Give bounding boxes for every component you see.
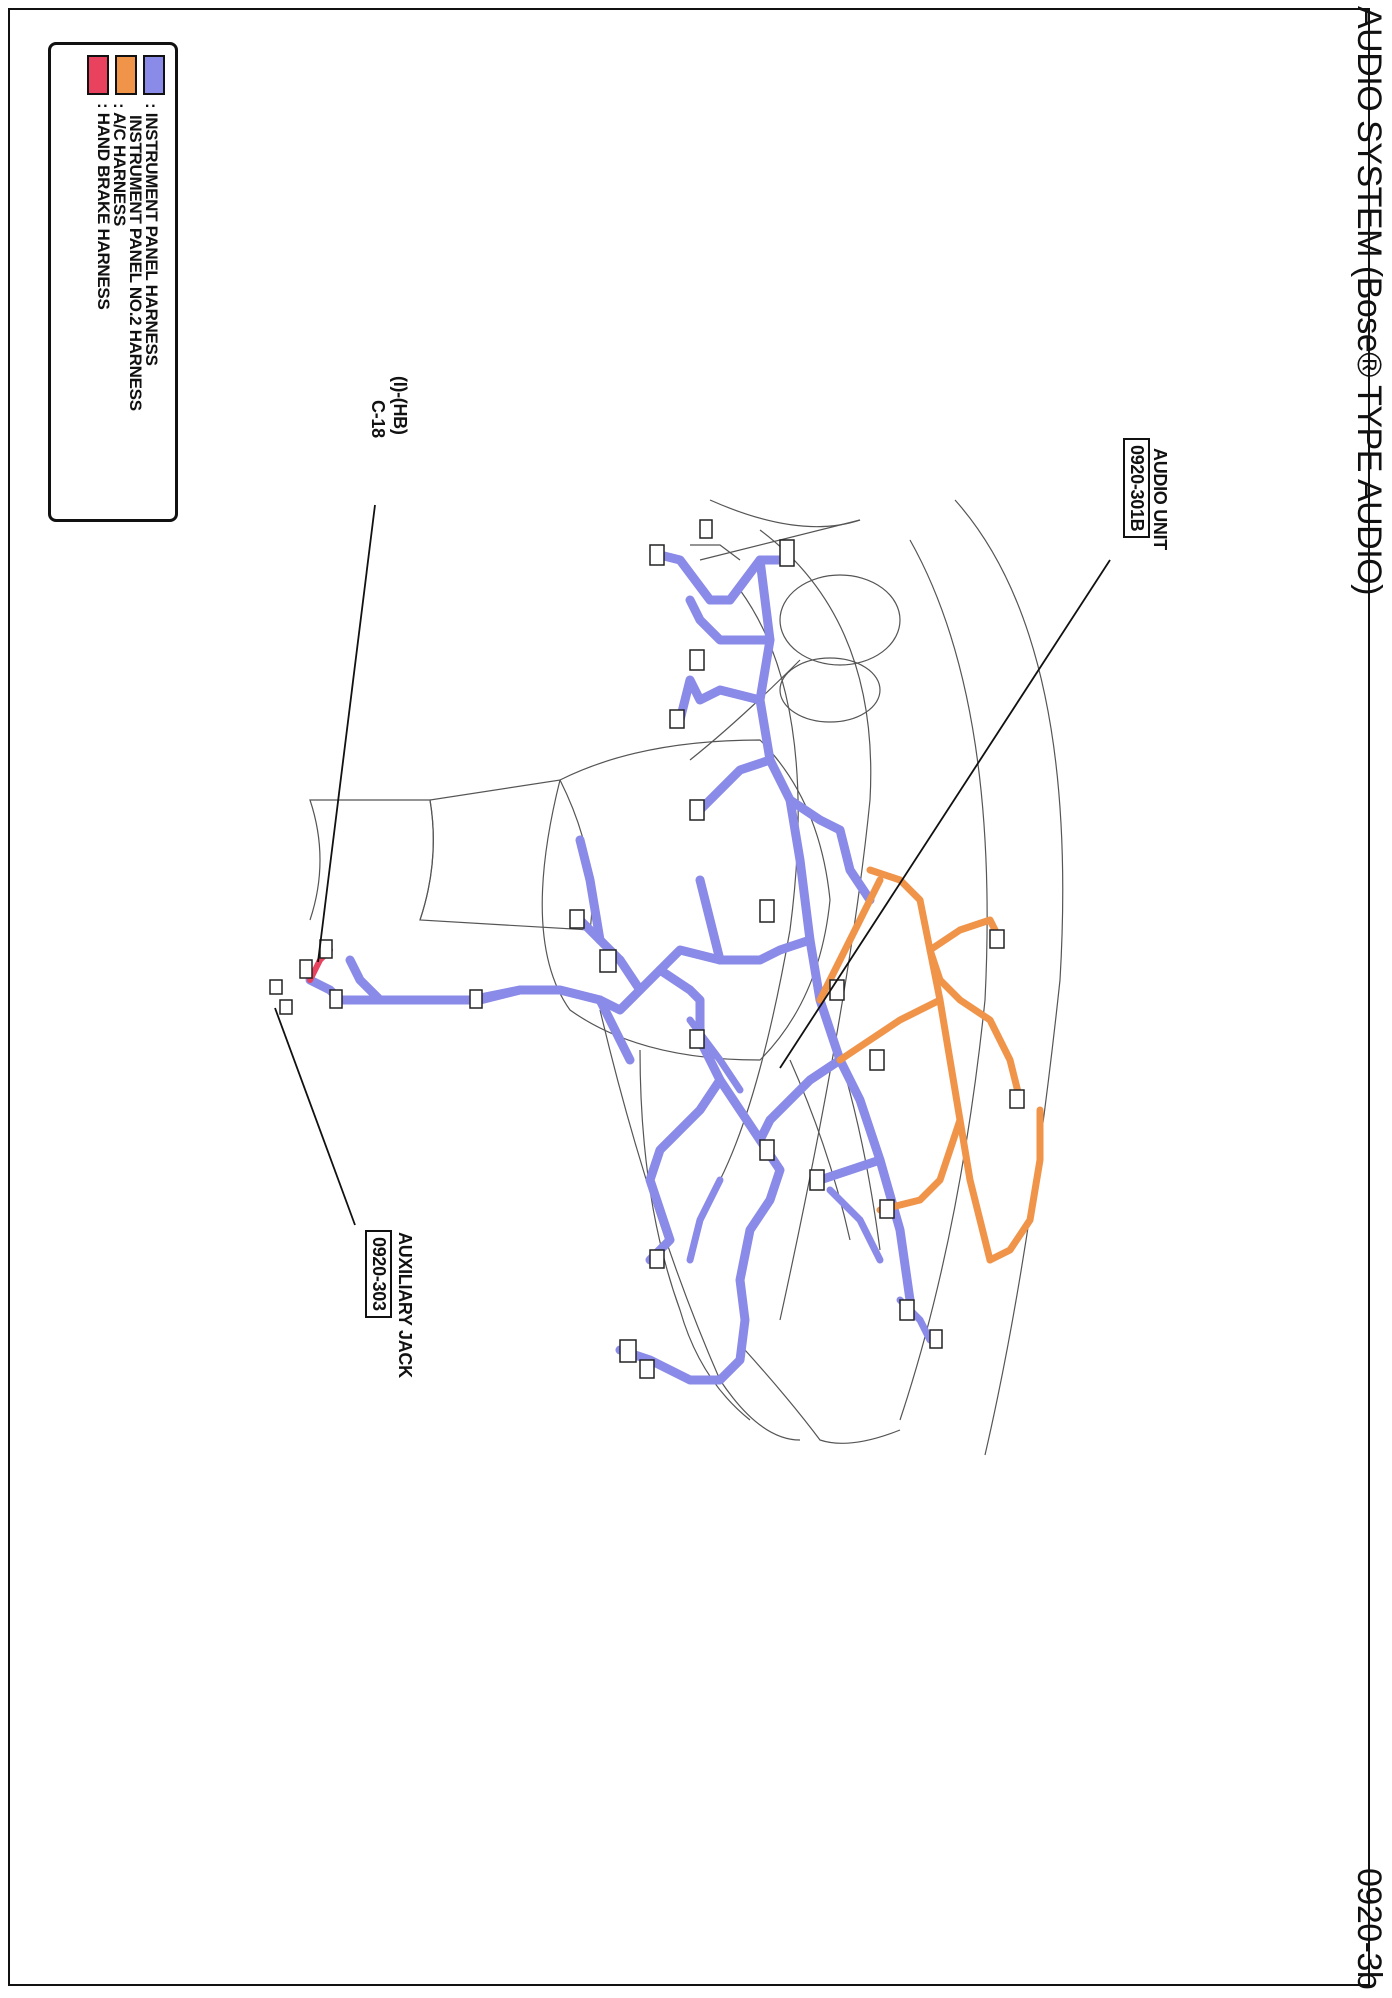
connector [689, 649, 705, 671]
leader-connector-c18 [317, 504, 376, 963]
harness-legend: : INSTRUMENT PANEL HARNESS INSTRUMENT PA… [48, 42, 178, 522]
connector [989, 929, 1005, 949]
connector [329, 989, 343, 1009]
connector [649, 544, 665, 566]
dashboard-outline [309, 499, 1064, 1456]
connector-code-label: (I)-(HB) [390, 376, 410, 435]
drawing-frame [8, 8, 1370, 1986]
connector [619, 1339, 637, 1363]
connector [569, 909, 585, 929]
connector [809, 1169, 825, 1191]
connector [929, 1329, 943, 1349]
connector [899, 1299, 915, 1321]
connector [599, 949, 617, 973]
leader-audio-unit [779, 559, 1111, 1069]
connector [689, 799, 705, 821]
connector [689, 1029, 705, 1049]
connector [269, 979, 283, 995]
legend-swatch-ac [115, 55, 137, 95]
leader-lines [274, 504, 1111, 1226]
aux-jack-label: AUXILIARY JACK [395, 1232, 415, 1378]
connector [699, 519, 713, 539]
connector [759, 899, 775, 923]
aux-jack-ref[interactable]: 0920-303 [365, 1230, 392, 1318]
connector [319, 939, 333, 959]
connector [779, 539, 795, 567]
connector [649, 1249, 665, 1269]
connector-ref-label: C-18 [368, 400, 388, 438]
connector [879, 1199, 895, 1219]
connectors [269, 519, 1025, 1379]
legend-swatch-instrument-panel [143, 55, 165, 95]
audio-unit-label: AUDIO UNIT [1150, 448, 1170, 550]
connector [1009, 1089, 1025, 1109]
connector [669, 709, 685, 729]
connector [279, 999, 293, 1015]
connector [759, 1139, 775, 1161]
connector [829, 979, 845, 1001]
connector [299, 959, 313, 979]
connector [639, 1359, 655, 1379]
audio-unit-ref[interactable]: 0920-301B [1123, 438, 1150, 539]
legend-swatch-hand-brake [87, 55, 109, 95]
leader-aux-jack [274, 1007, 356, 1226]
connector [469, 989, 483, 1009]
connector [869, 1049, 885, 1071]
ac-harness [816, 866, 1044, 1264]
